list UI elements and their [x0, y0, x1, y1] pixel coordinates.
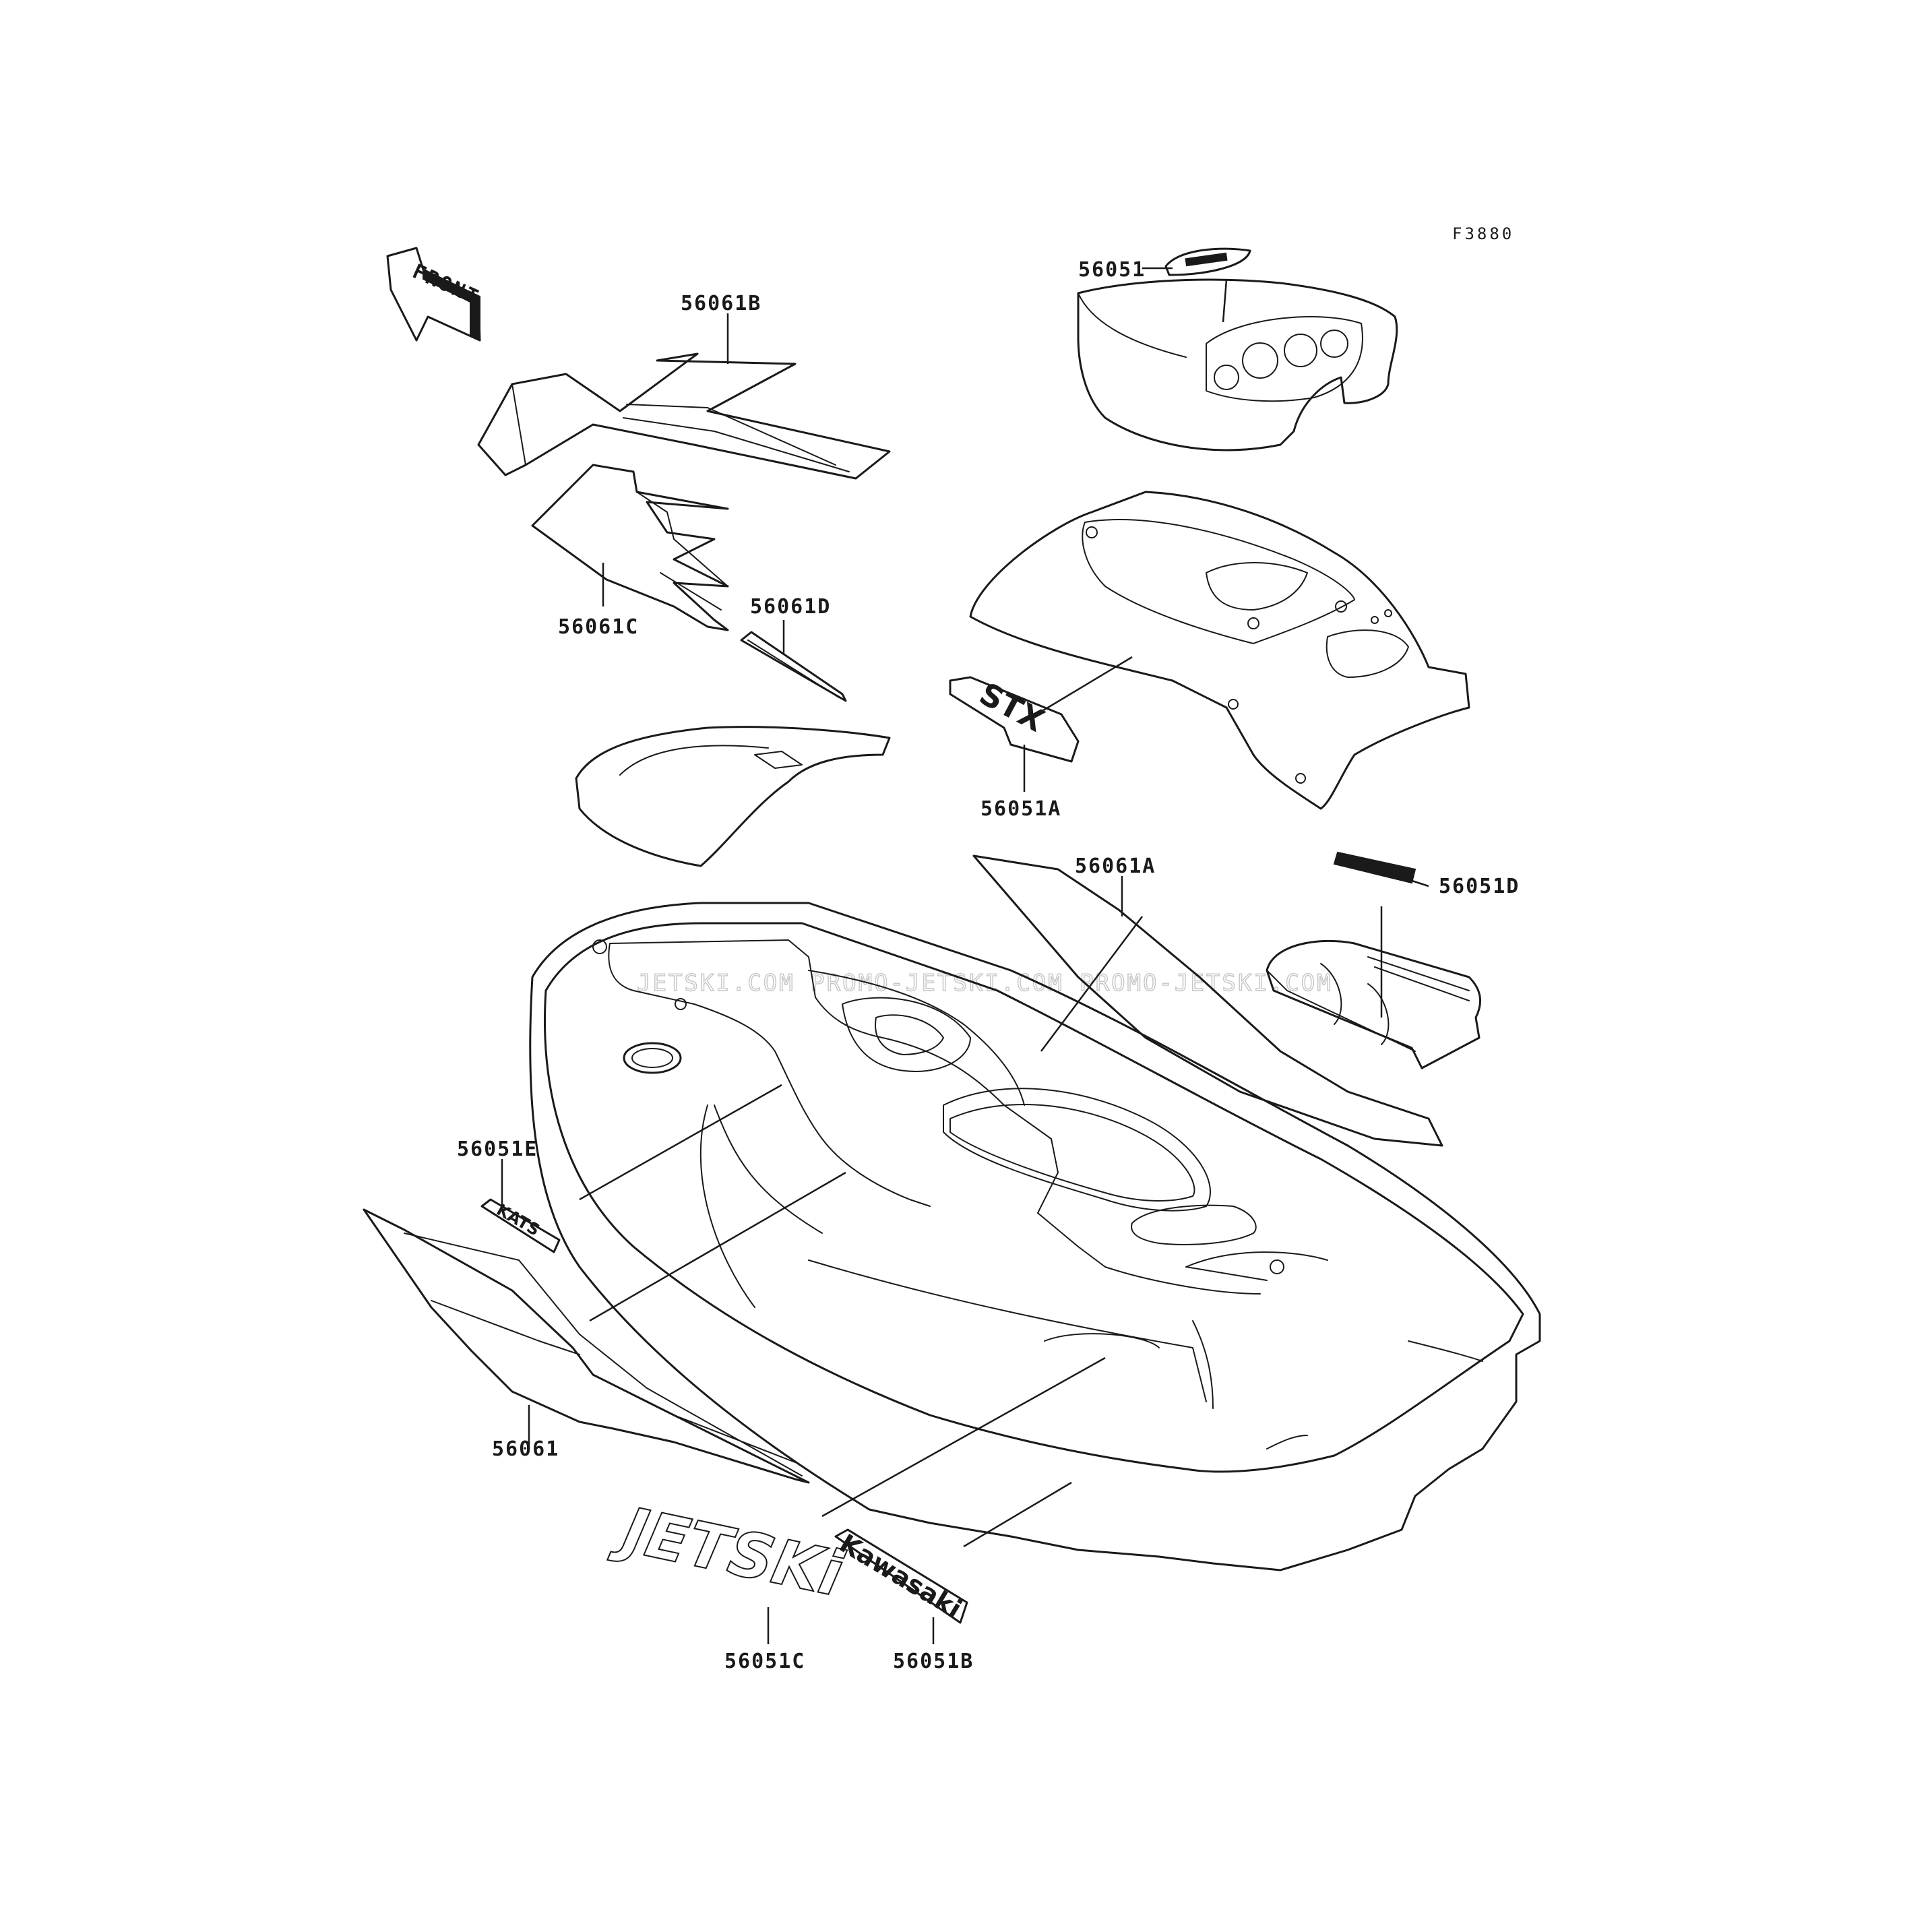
decal-56061c-drawing	[531, 464, 729, 631]
part-label-56061a: 56061A	[1075, 854, 1156, 878]
watermark: JETSKI.COM PROMO-JETSKI.COM PROMO-JETSKI…	[637, 970, 1333, 997]
part-label-56051b: 56051B	[893, 1650, 974, 1673]
figure-code: F3880	[1452, 224, 1514, 243]
emblem-56051-drawing	[1164, 247, 1251, 276]
hatch-cover-drawing	[575, 726, 891, 867]
decal-56061d-drawing	[740, 631, 847, 702]
badge-56051e-text: KATS	[493, 1200, 543, 1240]
part-label-56061c: 56061C	[558, 615, 639, 639]
part-label-56051e: 56051E	[457, 1138, 538, 1161]
badge-56051a-drawing: STX	[949, 675, 1080, 763]
part-label-56061d: 56061D	[750, 595, 831, 619]
part-label-56051a: 56051A	[980, 797, 1061, 821]
logo-56051c-drawing: JETSKi	[606, 1491, 850, 1612]
badge-56051e-drawing: KATS	[480, 1198, 561, 1253]
part-label-56051d: 56051D	[1439, 875, 1520, 898]
part-label-56061b: 56061B	[681, 292, 761, 315]
badge-56051d-drawing	[1333, 851, 1416, 884]
logo-56051b-drawing: Kawasaki	[834, 1528, 968, 1624]
deck-cover-drawing	[969, 491, 1470, 810]
part-label-56051: 56051	[1078, 258, 1146, 282]
dashboard-cover-drawing	[1077, 278, 1398, 451]
decal-56061a-drawing	[972, 854, 1443, 1147]
part-label-56061: 56061	[492, 1437, 559, 1461]
logo-56051b-text: Kawasaki	[834, 1528, 966, 1624]
part-label-56051c: 56051C	[724, 1650, 805, 1673]
logo-56051c-text: JETSKi	[606, 1492, 850, 1611]
storage-box-drawing	[1266, 939, 1482, 1069]
leader-lines	[501, 267, 1429, 1644]
decal-56061-drawing	[363, 1208, 810, 1484]
decal-56061b-drawing	[477, 352, 891, 480]
hull-drawing	[529, 902, 1541, 1571]
front-arrow-icon: FRONT	[386, 247, 483, 342]
